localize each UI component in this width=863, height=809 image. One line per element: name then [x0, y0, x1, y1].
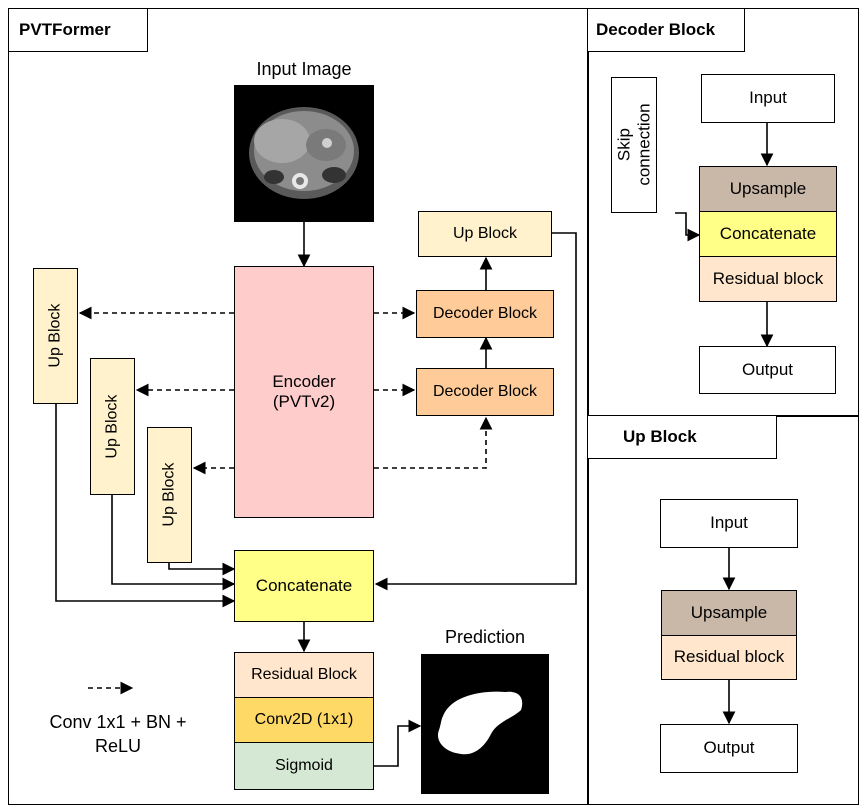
skip-connection-line2: connection: [634, 103, 654, 187]
up-block-title: Up Block: [587, 415, 777, 459]
decoder-block-2: Decoder Block: [416, 368, 554, 416]
encoder-label-line1: Encoder: [272, 371, 336, 391]
prediction-label: Prediction: [444, 627, 526, 647]
encoder-label-line2: (PVTv2): [272, 392, 336, 411]
decoder-detail-upsample: Upsample: [699, 166, 837, 212]
decoder-detail-residual: Residual block: [699, 256, 837, 302]
up-detail-residual: Residual block: [661, 635, 797, 680]
sigmoid-block: Sigmoid: [234, 742, 374, 790]
up-block-left-3-label: Up Block: [160, 462, 178, 528]
pvtformer-title: PVTFormer: [8, 8, 148, 52]
skip-connection-label: Skip connection: [614, 104, 653, 186]
up-block-top: Up Block: [418, 211, 552, 257]
decoder-block-1: Decoder Block: [416, 290, 554, 338]
up-block-left-2-label: Up Block: [103, 394, 121, 459]
up-detail-output: Output: [660, 724, 798, 773]
up-block-left-1: Up Block: [33, 268, 78, 404]
legend-line1: Conv 1x1 + BN +: [49, 712, 187, 732]
skip-connection-line1: Skip: [614, 128, 634, 162]
conv2d-block: Conv2D (1x1): [234, 697, 374, 743]
up-block-left-1-label: Up Block: [46, 303, 64, 369]
up-detail-input: Input: [660, 499, 798, 548]
encoder-block: Encoder (PVTv2): [234, 266, 374, 518]
concatenate-block: Concatenate: [234, 550, 374, 622]
prediction-mask-graphic: [437, 691, 523, 755]
input-image-label: Input Image: [256, 59, 352, 79]
up-block-left-2: Up Block: [90, 358, 135, 495]
decoder-detail-concatenate: Concatenate: [699, 211, 837, 257]
prediction-mask-image: [421, 654, 549, 794]
up-block-left-3: Up Block: [147, 427, 192, 563]
pvtformer-panel: [8, 8, 589, 805]
up-detail-upsample: Upsample: [661, 590, 797, 636]
decoder-block-title: Decoder Block: [587, 8, 745, 52]
decoder-detail-output: Output: [699, 346, 836, 394]
decoder-detail-input: Input: [701, 74, 835, 123]
skip-connection-box: Skip connection: [611, 77, 657, 213]
ct-scan-graphic: [249, 107, 359, 199]
ct-scan-image: [234, 85, 374, 222]
residual-block: Residual Block: [234, 652, 374, 698]
legend-line2: ReLU: [94, 736, 142, 756]
